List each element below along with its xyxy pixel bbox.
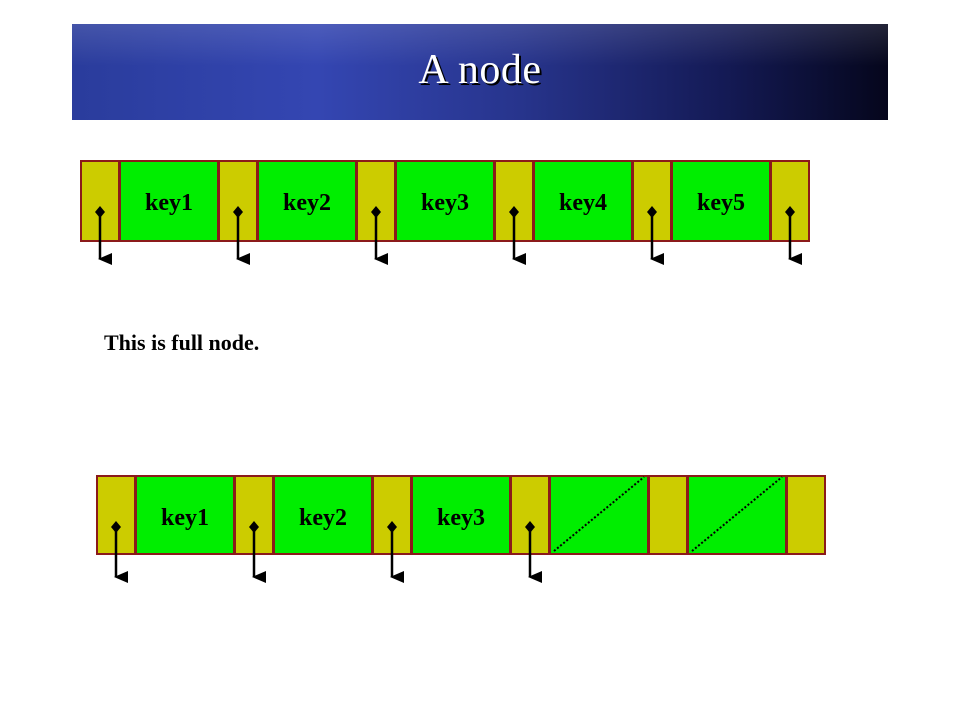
key-cell	[135, 475, 235, 555]
title-banner: A node	[72, 24, 888, 120]
key-cell	[119, 160, 219, 242]
empty-slot-line	[553, 476, 645, 552]
key-label: key3	[421, 190, 469, 216]
key-cell	[273, 475, 373, 555]
key-cell	[671, 160, 771, 242]
key-cell	[533, 160, 633, 242]
key-label: key1	[145, 190, 193, 216]
key-label: key1	[161, 505, 209, 531]
key-label: key2	[299, 505, 347, 531]
pointer-cell	[786, 475, 826, 555]
key-label: key5	[697, 190, 745, 216]
partial-node: key1 key2 key3	[96, 475, 826, 583]
full-node-caption: This is full node.	[104, 330, 260, 355]
key-cell	[411, 475, 511, 555]
key-cell	[257, 160, 357, 242]
slide-title: A node	[418, 47, 542, 93]
empty-slot-line	[691, 476, 783, 552]
key-label: key3	[437, 505, 485, 531]
key-label: key2	[283, 190, 331, 216]
key-label: key4	[559, 190, 607, 216]
full-node: key1 key2 key3 key4 key5	[80, 160, 810, 265]
pointer-cell	[648, 475, 688, 555]
key-cell	[395, 160, 495, 242]
